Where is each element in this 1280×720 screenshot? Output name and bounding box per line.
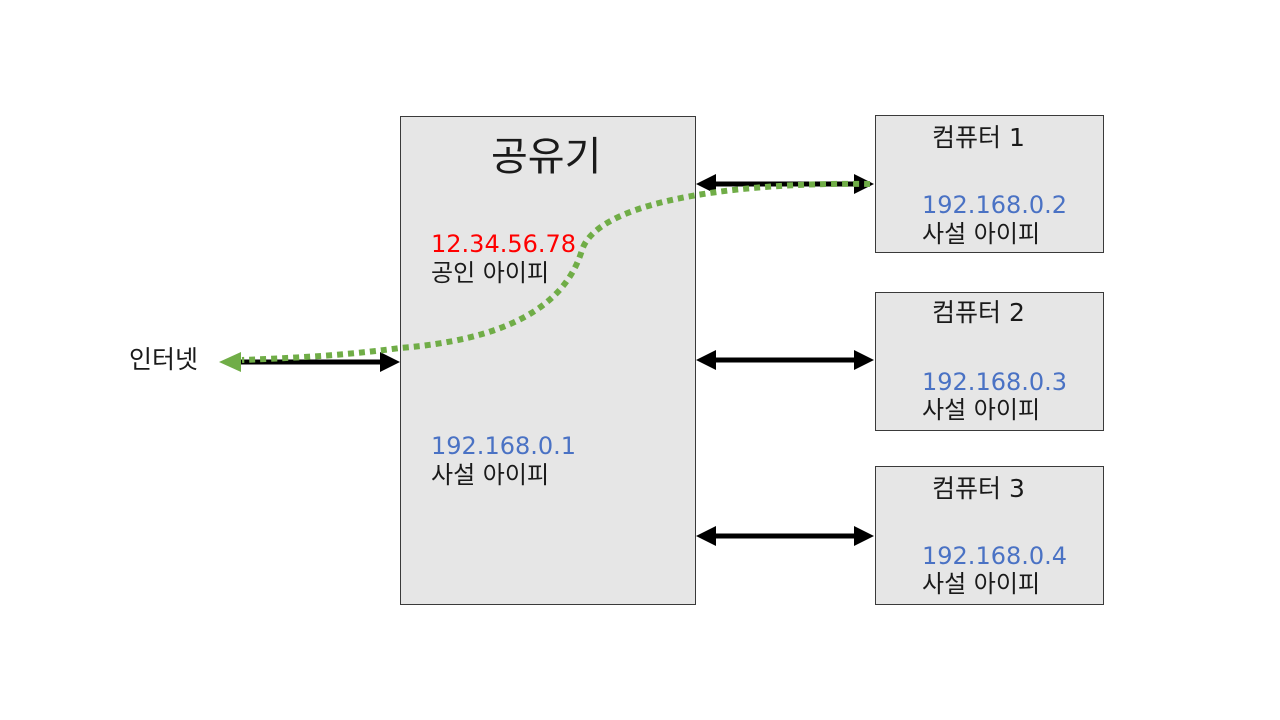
computer-2-box [875, 292, 1104, 431]
router-private-ip-label: 사설 아이피 [431, 461, 550, 489]
router-box [400, 116, 696, 605]
router-public-ip: 12.34.56.78 [431, 230, 577, 258]
internet-router-arrow [236, 352, 400, 372]
computer-2-title: 컴퓨터 2 [932, 298, 1025, 327]
router-public-ip-label: 공인 아이피 [431, 259, 550, 287]
computer-1-title: 컴퓨터 1 [932, 123, 1025, 152]
router-computer-3-arrow [696, 526, 874, 546]
computer-2-ip-label: 사설 아이피 [922, 396, 1041, 424]
computer-1-ip-label: 사설 아이피 [922, 220, 1041, 248]
data-flow-arrowhead [219, 352, 241, 372]
computer-2-ip: 192.168.0.3 [922, 368, 1068, 396]
computer-1-ip: 192.168.0.2 [922, 191, 1068, 219]
computer-3-ip-label: 사설 아이피 [922, 570, 1041, 598]
router-title: 공유기 [491, 134, 602, 180]
router-computer-2-arrow [696, 350, 874, 370]
router-computer-1-arrow [696, 174, 874, 194]
computer-3-box [875, 466, 1104, 605]
internet-label: 인터넷 [129, 345, 199, 374]
computer-3-ip: 192.168.0.4 [922, 542, 1068, 570]
computer-1-box [875, 115, 1104, 253]
router-private-ip: 192.168.0.1 [431, 432, 577, 460]
computer-3-title: 컴퓨터 3 [932, 474, 1025, 503]
